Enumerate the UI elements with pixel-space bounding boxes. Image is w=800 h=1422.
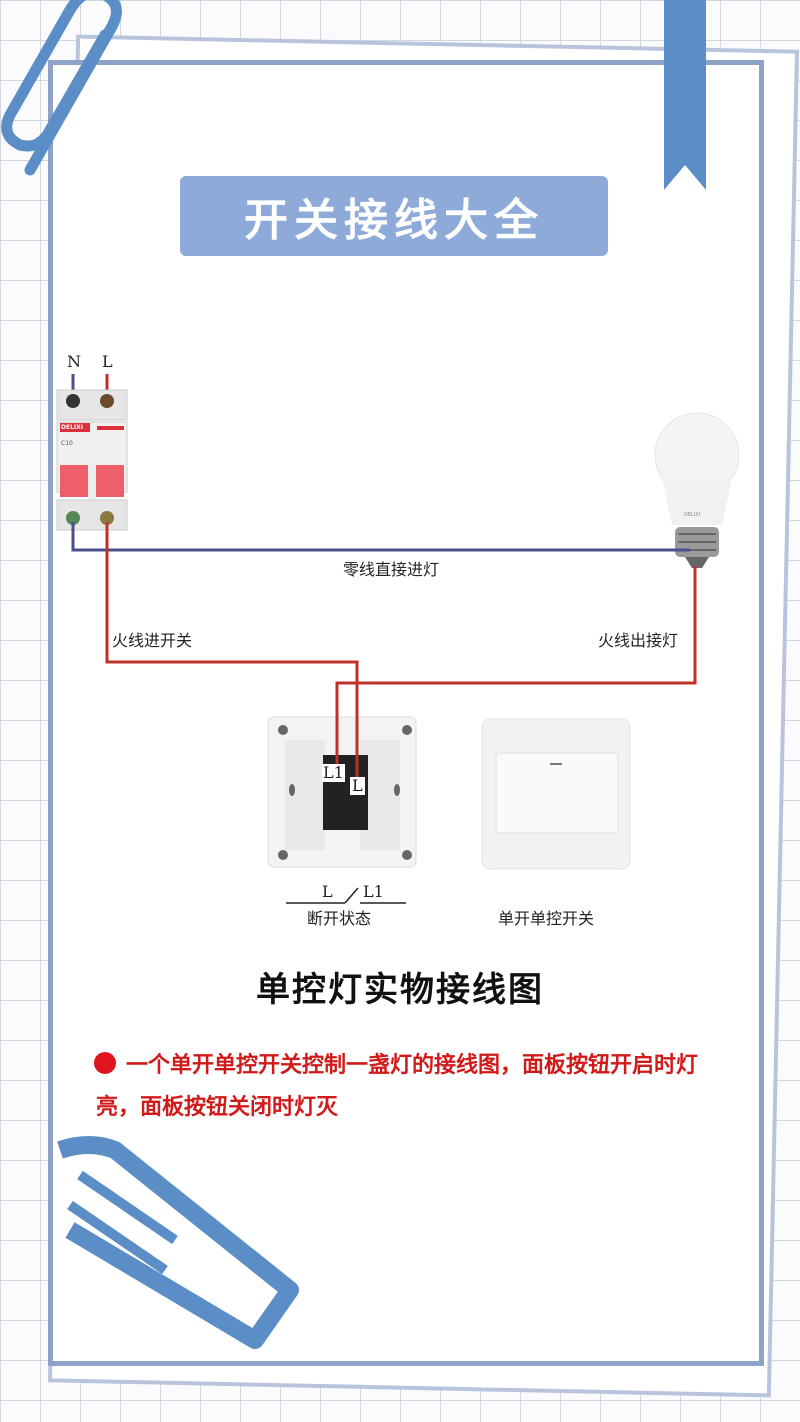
bookmark-ribbon: [664, 0, 706, 190]
neutral-wire: [71, 522, 690, 552]
terminal-l-label: L: [102, 352, 113, 371]
bulb-brand: DELIXI: [684, 512, 701, 518]
open-switch-symbol: [286, 887, 406, 904]
paperclip-icon: [1, 0, 122, 176]
breaker-rating: C10: [61, 440, 73, 447]
neutral-wire-label: 零线直接进灯: [343, 560, 440, 579]
bullet-icon: [94, 1052, 116, 1074]
description-note: 一个单开单控开关控制一盏灯的接线图，面板按钮开启时灯亮，面板按钮关闭时灯灭: [96, 1052, 699, 1120]
live-out-label: 火线出接灯: [598, 631, 679, 650]
switch-back-view: [267, 662, 417, 868]
switch-front-view: [481, 718, 631, 870]
circuit-breaker: [56, 374, 128, 531]
light-bulb-icon: [654, 412, 740, 568]
live-in-label: 火线进开关: [112, 631, 193, 650]
diagram-heading: 单控灯实物接线图: [256, 970, 544, 1010]
symbol-l-label: L: [322, 882, 333, 901]
paper-card: [48, 60, 764, 1366]
symbol-l1-label: L1: [363, 882, 384, 901]
terminal-l1-tag: L1: [322, 763, 345, 782]
switch-back-caption: 断开状态: [307, 909, 372, 928]
page-title: 开关接线大全: [180, 176, 608, 256]
notebook-pen-decoration: [57, 1136, 299, 1349]
terminal-n-label: N: [67, 352, 81, 371]
breaker-brand: DELIXI: [61, 424, 83, 431]
terminal-l-tag: L: [350, 776, 365, 795]
switch-front-caption: 单开单控开关: [498, 909, 595, 928]
